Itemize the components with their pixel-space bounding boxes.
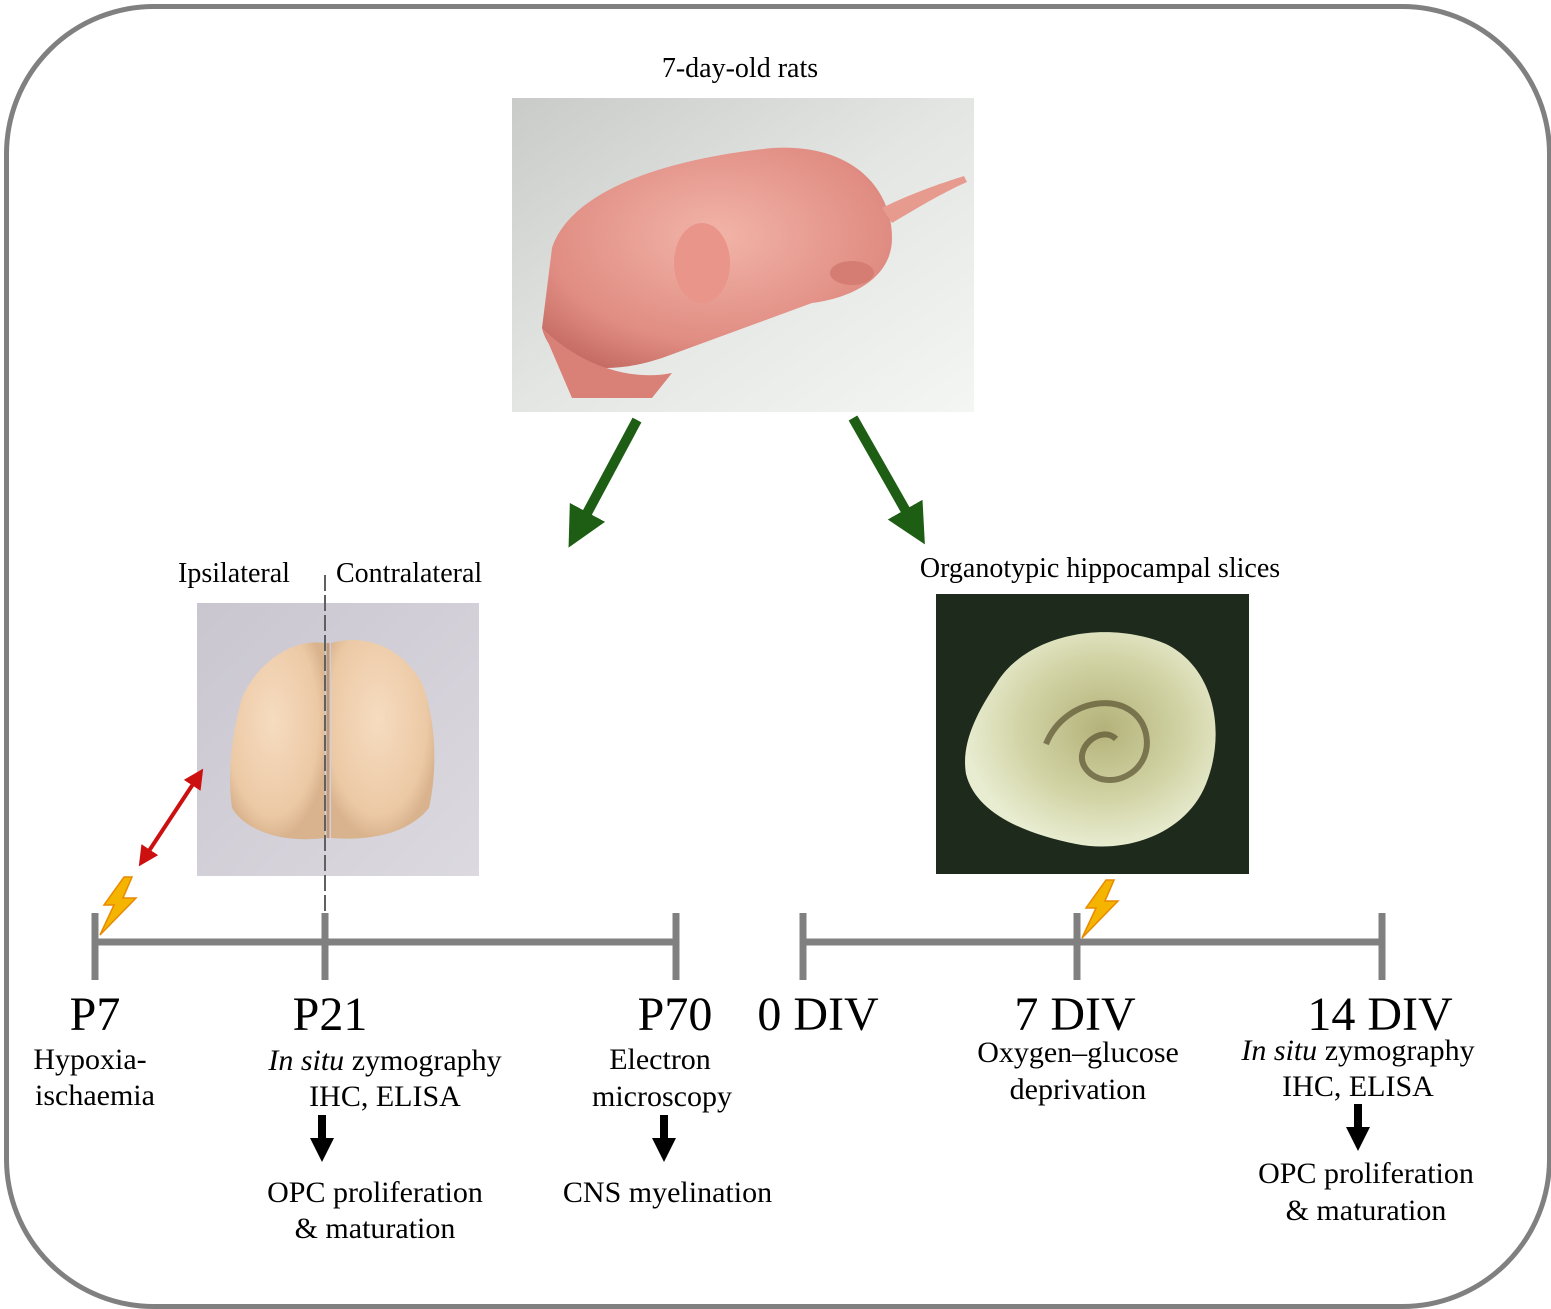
green-arrow-right bbox=[848, 415, 925, 545]
p70-desc-line1: Electron bbox=[609, 1043, 711, 1076]
div7-label: 7 DIV bbox=[1014, 988, 1136, 1041]
p21-label: P21 bbox=[292, 988, 368, 1041]
rounded-frame bbox=[4, 4, 1551, 1309]
p21-method-rest: zymography bbox=[344, 1044, 502, 1077]
p7-label: P7 bbox=[69, 988, 121, 1041]
div14-method-line2: IHC, ELISA bbox=[1282, 1070, 1434, 1103]
green-arrow-left bbox=[568, 417, 642, 548]
lightning-bolt-icon bbox=[99, 876, 138, 936]
ipsilateral-label: Ipsilateral bbox=[178, 558, 290, 589]
div14-method-line1: In situ zymography bbox=[1208, 1033, 1508, 1069]
p21-result-line2: & maturation bbox=[294, 1212, 456, 1245]
red-double-arrow bbox=[138, 768, 204, 867]
p21-italic: In situ bbox=[268, 1044, 345, 1077]
in-vitro-timeline bbox=[799, 913, 1386, 980]
p7-desc-line2: ischaemia bbox=[35, 1079, 155, 1112]
lightning-bolt-icon bbox=[1081, 879, 1120, 939]
hippocampal-slices-label: Organotypic hippocampal slices bbox=[919, 553, 1281, 584]
p70-label: P70 bbox=[637, 988, 713, 1041]
div7-desc-line2: deprivation bbox=[1009, 1073, 1147, 1106]
contralateral-label: Contralateral bbox=[336, 558, 483, 589]
div14-label: 14 DIV bbox=[1307, 988, 1453, 1041]
rat-photo bbox=[512, 98, 974, 412]
div14-method-rest: zymography bbox=[1317, 1034, 1475, 1067]
p21-result-line1: OPC proliferation bbox=[267, 1176, 483, 1209]
hippocampal-slice-photo bbox=[936, 594, 1249, 874]
brain-photo bbox=[197, 603, 479, 876]
div0-label: 0 DIV bbox=[757, 988, 879, 1041]
p21-method-line2: IHC, ELISA bbox=[309, 1080, 461, 1113]
p70-result: CNS myelination bbox=[562, 1176, 773, 1209]
p21-method-line1: In situ zymography bbox=[235, 1043, 535, 1079]
div14-result-line1: OPC proliferation bbox=[1258, 1157, 1474, 1190]
p70-desc-line2: microscopy bbox=[592, 1080, 732, 1113]
div14-result-line2: & maturation bbox=[1285, 1194, 1447, 1227]
in-vivo-timeline bbox=[91, 913, 680, 980]
p7-desc-line1: Hypoxia- bbox=[33, 1043, 147, 1076]
div7-desc-line1: Oxygen–glucose bbox=[977, 1036, 1179, 1069]
rat-label: 7-day-old rats bbox=[661, 53, 819, 84]
div14-italic: In situ bbox=[1241, 1034, 1318, 1067]
